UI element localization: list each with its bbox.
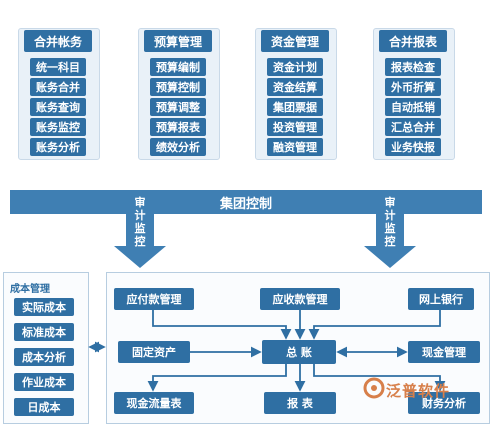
financial-analysis-box: 财务分析 xyxy=(408,392,480,414)
cost-item: 成本分析 xyxy=(14,348,74,366)
audit-label-left: 审计监控 xyxy=(134,196,146,248)
cost-item: 日成本 xyxy=(14,398,74,416)
audit-arrow-right xyxy=(364,208,416,268)
cost-item: 作业成本 xyxy=(14,373,74,391)
audit-label-right: 审计监控 xyxy=(384,196,396,248)
column-1-item: 账务分析 xyxy=(30,138,86,156)
column-4-item: 汇总合并 xyxy=(385,118,441,136)
column-1-title: 合并帐务 xyxy=(24,30,92,52)
cost-item: 标准成本 xyxy=(14,323,74,341)
online-bank-box: 网上银行 xyxy=(408,288,474,310)
column-4-item: 报表检查 xyxy=(385,58,441,76)
column-2-item: 绩效分析 xyxy=(150,138,206,156)
column-2-item: 预算编制 xyxy=(150,58,206,76)
column-2-item: 预算报表 xyxy=(150,118,206,136)
group-control-bar: 集团控制 xyxy=(10,190,482,214)
payable-management-box: 应付款管理 xyxy=(114,288,194,310)
fixed-assets-box: 固定资产 xyxy=(118,341,190,363)
column-4-title: 合并报表 xyxy=(379,30,447,52)
column-3-item: 投资管理 xyxy=(267,118,323,136)
link-ledger-analysis xyxy=(313,364,446,392)
column-3-item: 资金计划 xyxy=(267,58,323,76)
column-3-title: 资金管理 xyxy=(261,30,329,52)
audit-arrow-left xyxy=(114,208,166,268)
cost-item: 实际成本 xyxy=(14,298,74,316)
column-1-item: 统一科目 xyxy=(30,58,86,76)
column-3-item: 资金结算 xyxy=(267,78,323,96)
link-bank-ledger xyxy=(308,310,441,340)
column-1-item: 账务监控 xyxy=(30,118,86,136)
cost-panel-title: 成本管理 xyxy=(10,284,50,295)
column-3-item: 融资管理 xyxy=(267,138,323,156)
column-1-item: 账务合并 xyxy=(30,78,86,96)
receivable-management-box: 应收款管理 xyxy=(260,288,340,310)
watermark-logo-icon xyxy=(363,377,385,399)
column-1-item: 账务查询 xyxy=(30,98,86,116)
cash-management-box: 现金管理 xyxy=(408,341,480,363)
column-4-item: 外币折算 xyxy=(385,78,441,96)
column-2-title: 预算管理 xyxy=(144,30,212,52)
column-4-item: 自动抵销 xyxy=(385,98,441,116)
column-2-item: 预算调整 xyxy=(150,98,206,116)
column-2-item: 预算控制 xyxy=(150,78,206,96)
link-ledger-cashflow xyxy=(147,364,287,392)
cash-flow-statement-box: 现金流量表 xyxy=(114,392,194,414)
general-ledger-box: 总 账 xyxy=(262,340,336,364)
group-control-label: 集团控制 xyxy=(219,196,272,212)
report-box: 报 表 xyxy=(264,392,336,414)
link-payable-ledger xyxy=(152,310,292,340)
watermark-text: 泛普软件 xyxy=(386,382,451,400)
column-3-item: 集团票据 xyxy=(267,98,323,116)
column-4-item: 业务快报 xyxy=(385,138,441,156)
